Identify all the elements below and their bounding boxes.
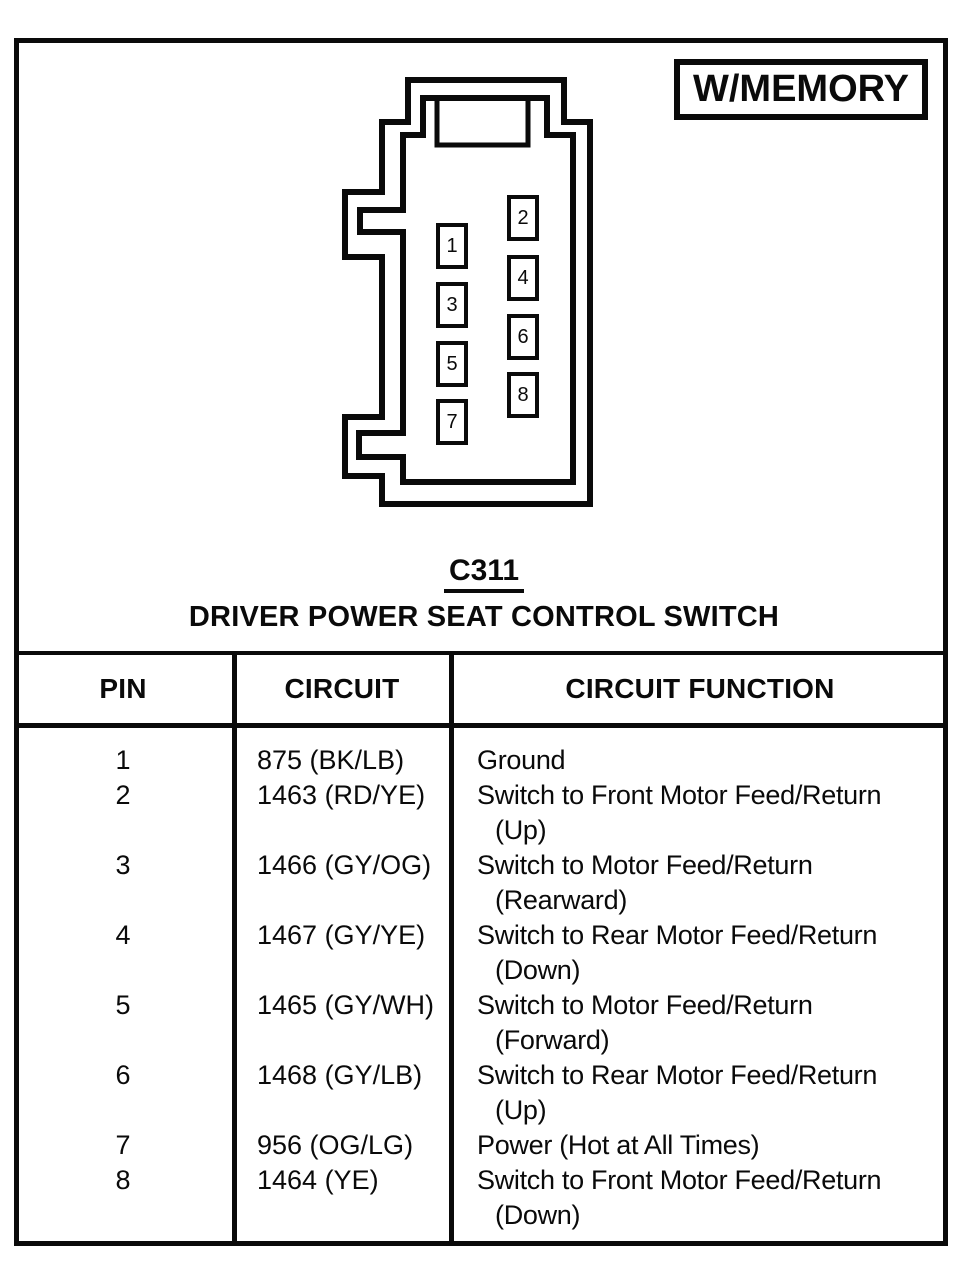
memory-variant-label: W/MEMORY [692,68,909,110]
row-function: Switch to Motor Feed/Return (Forward) [477,988,947,1058]
row-pin: 4 [115,920,131,950]
column-header-circuit-function: CIRCUIT FUNCTION [565,673,835,704]
pin-5-label: 5 [446,352,458,375]
connector-outer-outline [342,77,593,507]
table-row: 4 1467 (GY/YE) Switch to Rear Motor Feed… [14,918,948,988]
table-top-rule [14,651,948,655]
row-function-line: (Up) [495,1095,547,1125]
table-column-divider-1 [232,651,237,1246]
connector-name-title: DRIVER POWER SEAT CONTROL SWITCH [188,601,780,633]
connector-id-title: C311 [0,556,968,593]
pin-8-label: 8 [517,383,529,406]
row-function-line: Switch to Front Motor Feed/Return [477,1165,882,1195]
pin-7-label: 7 [446,410,458,433]
row-function-line: (Forward) [495,1025,610,1055]
row-function: Switch to Motor Feed/Return (Rearward) [477,848,947,918]
table-column-divider-2 [449,651,454,1246]
row-function-line: Switch to Rear Motor Feed/Return [477,1060,878,1090]
row-circuit: 1464 (YE) [257,1165,379,1195]
row-circuit: 956 (OG/LG) [257,1130,414,1160]
row-function-line: (Down) [495,1200,581,1230]
connector-latch-slot [434,95,531,148]
connector-pin-2: 2 [507,195,539,241]
row-function-line: Switch to Motor Feed/Return [477,850,813,880]
row-circuit: 1467 (GY/YE) [257,920,426,950]
connector-pin-6: 6 [507,314,539,360]
row-function: Ground [477,743,947,778]
row-pin: 7 [115,1130,131,1160]
connector-pin-5: 5 [436,341,468,387]
pin-2-label: 2 [517,206,529,229]
pin-6-label: 6 [517,325,529,348]
pinout-table-body: 1 875 (BK/LB) Ground 2 1463 (RD/YE) Swit… [14,743,948,1233]
row-function-line: Switch to Motor Feed/Return [477,990,813,1020]
row-function-line: Ground [477,745,566,775]
row-function-line: (Down) [495,955,581,985]
row-circuit: 875 (BK/LB) [257,745,405,775]
column-header-pin: PIN [99,673,147,704]
pin-3-label: 3 [446,293,458,316]
row-circuit: 1468 (GY/LB) [257,1060,423,1090]
table-header-rule [14,723,948,728]
row-function: Switch to Front Motor Feed/Return (Down) [477,1163,947,1233]
connector-pin-8: 8 [507,372,539,418]
table-row: 7 956 (OG/LG) Power (Hot at All Times) [14,1128,948,1163]
row-function: Power (Hot at All Times) [477,1128,947,1163]
row-function: Switch to Rear Motor Feed/Return (Down) [477,918,947,988]
row-circuit: 1465 (GY/WH) [257,990,435,1020]
row-function-line: (Rearward) [495,885,628,915]
row-pin: 2 [115,780,131,810]
connector-pin-7: 7 [436,399,468,445]
memory-variant-badge: W/MEMORY [674,59,928,120]
row-pin: 5 [115,990,131,1020]
table-row: 1 875 (BK/LB) Ground [14,743,948,778]
table-row: 8 1464 (YE) Switch to Front Motor Feed/R… [14,1163,948,1233]
connector-id-text: C311 [443,556,525,593]
row-circuit: 1466 (GY/OG) [257,850,432,880]
table-row: 6 1468 (GY/LB) Switch to Rear Motor Feed… [14,1058,948,1128]
row-circuit: 1463 (RD/YE) [257,780,426,810]
connector-pin-1: 1 [436,223,468,269]
row-function-line: Switch to Rear Motor Feed/Return [477,920,878,950]
row-function-line: Power (Hot at All Times) [477,1130,760,1160]
table-row: 5 1465 (GY/WH) Switch to Motor Feed/Retu… [14,988,948,1058]
row-pin: 6 [115,1060,131,1090]
connector-inner-outline [356,95,576,485]
row-function-line: (Up) [495,815,547,845]
row-pin: 3 [115,850,131,880]
table-row: 3 1466 (GY/OG) Switch to Motor Feed/Retu… [14,848,948,918]
row-pin: 1 [115,745,131,775]
row-function: Switch to Front Motor Feed/Return (Up) [477,778,947,848]
row-pin: 8 [115,1165,131,1195]
row-function: Switch to Rear Motor Feed/Return (Up) [477,1058,947,1128]
pinout-table-header: PIN CIRCUIT CIRCUIT FUNCTION [14,655,948,723]
page-border [14,38,948,1246]
connector-pin-4: 4 [507,255,539,301]
table-row: 2 1463 (RD/YE) Switch to Front Motor Fee… [14,778,948,848]
pin-4-label: 4 [517,266,529,289]
row-function-line: Switch to Front Motor Feed/Return [477,780,882,810]
pin-1-label: 1 [446,234,458,257]
column-header-circuit: CIRCUIT [284,673,400,704]
connector-pin-3: 3 [436,282,468,328]
